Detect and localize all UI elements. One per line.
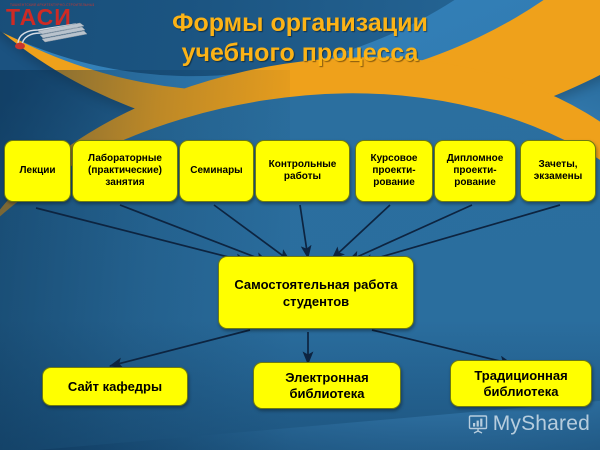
node-diplomnoe[interactable]: Дипломное проекти-рование xyxy=(434,140,516,202)
node-kursovoe[interactable]: Курсовое проекти-рование xyxy=(355,140,433,202)
node-seminary-label: Семинары xyxy=(190,165,243,176)
node-elektronnaya-biblioteka[interactable]: Электронная библиотека xyxy=(253,362,401,409)
logo-caption: ТАШКЕНТСКИЙ АРХИТЕКТУРНО-СТРОИТЕЛЬНЫЙ ИН… xyxy=(10,3,94,7)
presentation-chart-icon xyxy=(468,415,487,434)
node-laboratornye[interactable]: Лабораторные (практические) занятия xyxy=(72,140,178,202)
node-lekcii[interactable]: Лекции xyxy=(4,140,71,202)
node-sajt-kafedry-label: Сайт кафедры xyxy=(67,378,163,394)
node-diplomnoe-label: Дипломное проекти-рование xyxy=(446,153,504,188)
book-stack-icon xyxy=(15,22,88,50)
node-zachety-label: Зачеты, экзамены xyxy=(533,159,583,182)
node-elektronnaya-biblioteka-label: Электронная библиотека xyxy=(285,369,369,401)
myshared-watermark: MyShared xyxy=(468,412,590,436)
node-seminary[interactable]: Семинары xyxy=(179,140,254,202)
arrow-seminary-to-center xyxy=(213,204,291,262)
node-kursovoe-label: Курсовое проекти-рование xyxy=(370,153,418,188)
page-title: Формы организации учебного процесса xyxy=(112,8,488,68)
node-zachety[interactable]: Зачеты, экзамены xyxy=(520,140,596,202)
arrow-kursovoe-to-center xyxy=(331,204,391,260)
myshared-watermark-text: MyShared xyxy=(492,412,590,435)
page-title-line-1: Формы организации xyxy=(172,9,428,37)
arrow-lekcii-to-center xyxy=(35,207,249,265)
arrow-kontrolnye-to-center xyxy=(299,204,312,260)
node-kontrolnye-label: Контрольные работы xyxy=(268,159,337,182)
logo-wordmark: ТАСИ xyxy=(6,4,72,30)
arrow-laboratornye-to-center xyxy=(119,204,269,263)
arrow-diplomnoe-to-center xyxy=(347,204,473,262)
node-laboratornye-label: Лабораторные (практические) занятия xyxy=(88,153,162,188)
node-tradicionnaya-biblioteka[interactable]: Традиционная библиотека xyxy=(450,360,592,407)
node-kontrolnye[interactable]: Контрольные работы xyxy=(255,140,350,202)
arrow-center-to-tradicionnaya xyxy=(371,329,513,367)
node-tradicionnaya-biblioteka-label: Традиционная библиотека xyxy=(474,367,568,399)
arrow-zachety-to-center xyxy=(359,204,561,265)
node-lekcii-label: Лекции xyxy=(19,165,56,176)
node-samostoyatelnaya-rabota[interactable]: Самостоятельная работа студентов xyxy=(218,256,414,329)
node-samostoyatelnaya-rabota-label: Самостоятельная работа студентов xyxy=(234,276,398,309)
page-title-line-2: учебного процесса xyxy=(181,39,419,67)
institute-logo: ТАШКЕНТСКИЙ АРХИТЕКТУРНО-СТРОИТЕЛЬНЫЙ ИН… xyxy=(4,2,100,54)
arrow-center-to-sajt xyxy=(109,329,251,369)
node-sajt-kafedry[interactable]: Сайт кафедры xyxy=(42,367,188,406)
